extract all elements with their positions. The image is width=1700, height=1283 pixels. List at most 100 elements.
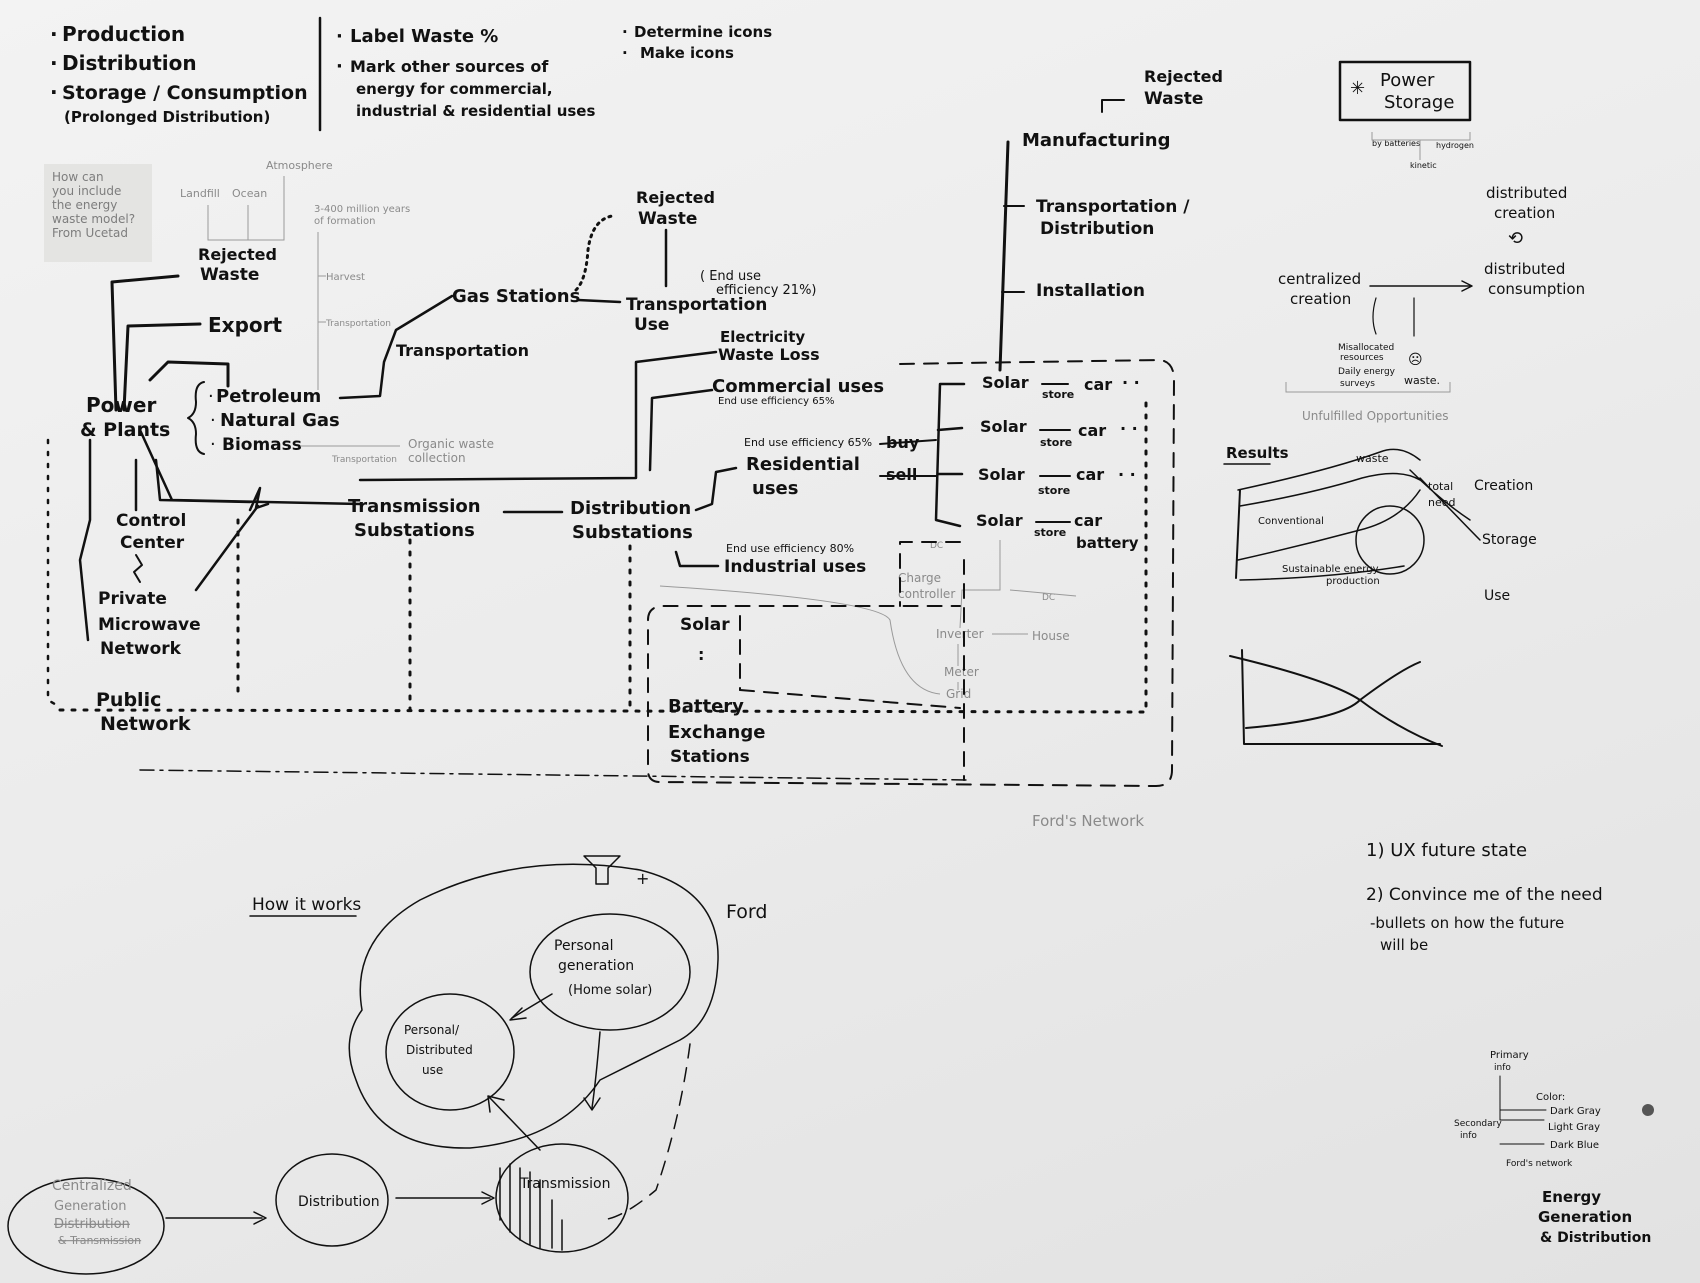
- graph-total-label: total: [1428, 480, 1453, 493]
- end-use-65-commercial: End use efficiency 65%: [718, 396, 834, 407]
- how-it-works: How it works + Ford Personal generation …: [7, 855, 767, 1275]
- solar-4-label: Solar: [976, 511, 1023, 530]
- centralized-label-1: Centralized: [52, 1178, 132, 1194]
- fuel-biomass: Biomass: [222, 435, 302, 455]
- graph-conventional-label: Conventional: [1258, 516, 1324, 527]
- store-1-label: store: [1042, 388, 1074, 401]
- end-use-21-label-2: efficiency 21%): [716, 283, 817, 298]
- store-2-label: store: [1040, 436, 1072, 449]
- todo-mark-line1: Mark other sources of: [350, 57, 549, 76]
- legend-use: Use: [1484, 588, 1510, 604]
- transport-rejected-waste-1: Rejected: [636, 188, 715, 207]
- stage-list: · Production · Distribution · Storage / …: [50, 22, 308, 126]
- power-plants-label-1: Power: [86, 393, 156, 417]
- svg-text::: :: [698, 645, 704, 664]
- public-network-label-1: Public: [96, 689, 161, 711]
- key-color: Color:: [1536, 1092, 1565, 1103]
- dist-creation-label-2: creation: [1494, 204, 1555, 222]
- label-harvest: Harvest: [326, 272, 365, 283]
- control-center-label-1: Control: [116, 511, 186, 531]
- control-center-label-2: Center: [120, 533, 185, 553]
- transport-branch: Gas Stations Transportation Rejected Was…: [396, 188, 817, 360]
- sticky-line-2: you include: [52, 184, 122, 198]
- svg-text:·: ·: [210, 410, 216, 431]
- distribution-sub-label-1: Distribution: [570, 498, 691, 519]
- label-atmosphere: Atmosphere: [266, 159, 333, 172]
- electricity-branch: Transmission Substations Distribution Su…: [348, 328, 920, 577]
- stage-prolonged: (Prolonged Distribution): [64, 108, 270, 126]
- unfulfilled-label: Unfulfilled Opportunities: [1302, 409, 1448, 423]
- transmission-circle-label: Transmission: [519, 1176, 610, 1192]
- private-network-label-1: Private: [98, 589, 167, 609]
- central-creation-label-1: centralized: [1278, 270, 1361, 288]
- end-use-80-industrial: End use efficiency 80%: [726, 542, 854, 555]
- car-1-label: car: [1084, 375, 1112, 394]
- solar-1-label: Solar: [982, 373, 1029, 392]
- svg-text:☹: ☹: [1408, 352, 1423, 368]
- charge-controller-label-1: Charge: [898, 571, 941, 585]
- commercial-uses-label: Commercial uses: [712, 376, 884, 397]
- ps-kinetic: kinetic: [1410, 161, 1437, 170]
- power-storage-box: [1338, 60, 1472, 122]
- dist-consumption-label-1: distributed: [1484, 260, 1565, 278]
- fuel-petroleum: Petroleum: [216, 386, 321, 407]
- svg-text:⟲: ⟲: [1508, 228, 1523, 249]
- svg-text:·: ·: [210, 434, 216, 455]
- solar-station-label: Solar: [680, 615, 730, 635]
- battery-exchange-label-1: Battery: [668, 696, 744, 717]
- ux-note-4: will be: [1380, 936, 1428, 954]
- label-formation-years: 3-400 million years: [314, 204, 410, 215]
- transportation-label: Transportation: [396, 341, 529, 360]
- transmission-circle: [495, 1143, 629, 1253]
- legend-creation: Creation: [1474, 478, 1533, 494]
- svg-text:·: ·: [50, 80, 58, 104]
- transmission-label-2: Substations: [354, 520, 475, 541]
- graph-sustainable-label: Sustainable energy: [1282, 564, 1379, 575]
- collection-label: collection: [408, 451, 466, 465]
- crossing-lines-chart: [1229, 649, 1443, 747]
- misallocated-label-1: Misallocated: [1338, 343, 1394, 353]
- electricity-waste-label-1: Electricity: [720, 328, 805, 346]
- car-2-label: car: [1078, 421, 1106, 440]
- svg-text:· ·: · ·: [1122, 373, 1140, 392]
- key-dark-blue: Dark Blue: [1550, 1140, 1599, 1151]
- corner-title-1: Energy: [1542, 1188, 1601, 1206]
- charge-controller-label-2: controller: [898, 587, 955, 601]
- ford-boundary: [348, 863, 719, 1149]
- daily-energy-label-1: Daily energy: [1338, 367, 1396, 377]
- svg-text:·: ·: [336, 56, 343, 77]
- ux-note-1: 1) UX future state: [1366, 840, 1527, 861]
- residential-label-2: uses: [752, 478, 798, 499]
- transmission-hatch: [499, 1163, 563, 1251]
- personal-gen-label-3: (Home solar): [568, 983, 652, 998]
- personal-gen-label-2: generation: [558, 958, 634, 974]
- battery-label: battery: [1076, 534, 1139, 552]
- svg-text:·: ·: [50, 51, 58, 75]
- svg-text:· ·: · ·: [1118, 465, 1136, 484]
- private-network-label-2: Microwave: [98, 615, 201, 635]
- graph-production-label: production: [1326, 576, 1380, 587]
- how-it-works-label: How it works: [252, 895, 361, 915]
- transportation-use-label-1: Transportation: [626, 295, 767, 315]
- todo-mark-line2: energy for commercial,: [356, 80, 553, 98]
- results-chart: waste total need Conventional Sustainabl…: [1235, 448, 1481, 587]
- centralized-label-4: & Transmission: [58, 1234, 141, 1247]
- transmission-label-1: Transmission: [348, 496, 481, 517]
- network-boundaries: Ford's Network: [58, 359, 1175, 830]
- right-panel: ✳ Power Storage by batteries hydrogen ki…: [1223, 60, 1585, 747]
- residential-label-1: Residential: [746, 454, 860, 475]
- export-label: Export: [208, 313, 282, 337]
- dc-label-top: DC: [930, 541, 943, 551]
- svg-text:✳: ✳: [1350, 78, 1365, 99]
- key-secondary: Secondary: [1454, 1119, 1502, 1129]
- sticky-line-1: How can: [52, 170, 104, 184]
- ford-label: Ford: [726, 901, 767, 923]
- private-network-label-3: Network: [100, 639, 182, 659]
- misallocated-label-2: resources: [1340, 353, 1384, 363]
- transportation-use-label-2: Use: [634, 315, 669, 335]
- ux-notes: 1) UX future state 2) Convince me of the…: [1366, 840, 1603, 954]
- stage-distribution: Distribution: [62, 51, 197, 75]
- public-network-label-2: Network: [100, 713, 191, 735]
- rejected-waste-label-1: Rejected: [198, 245, 277, 264]
